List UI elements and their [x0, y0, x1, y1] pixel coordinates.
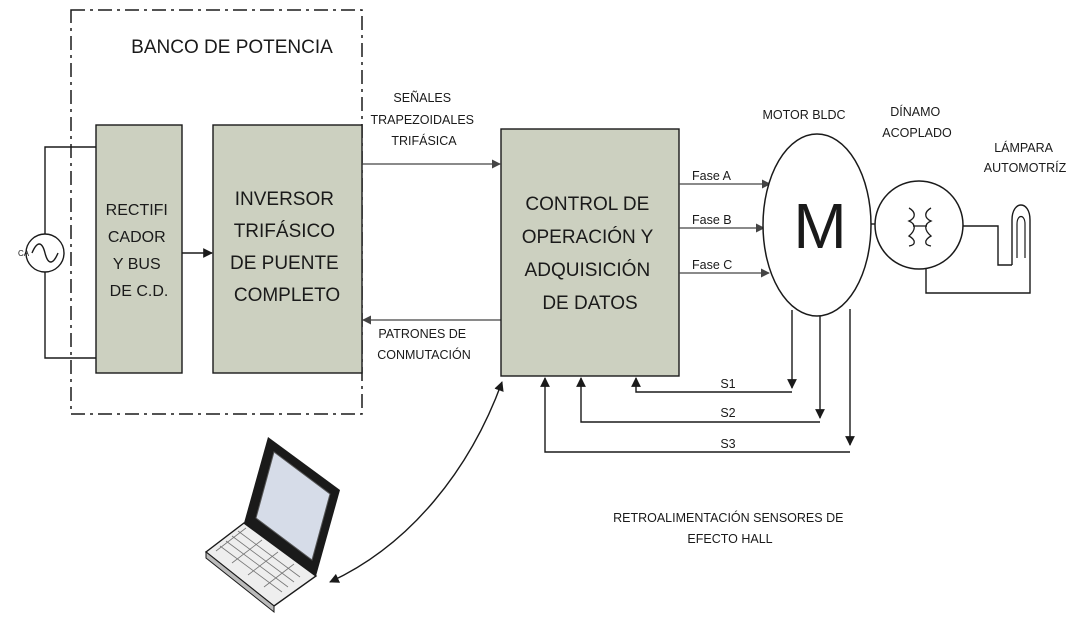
svg-text:RETROALIMENTACIÓN SENSORES DE: RETROALIMENTACIÓN SENSORES DE EFECTO HAL… — [613, 510, 847, 546]
svg-text:DÍNAMO ACOPLADO: DÍNAMO ACOPLADO — [882, 104, 952, 140]
lamp-label-line: AUTOMOTRÍZ — [984, 160, 1067, 175]
phase-c-label: Fase C — [692, 258, 732, 272]
svg-text:LÁMPARA AUTOMOTRÍZ: LÁMPARA AUTOMOTRÍZ — [984, 140, 1067, 175]
inverter-block: INVERSOR TRIFÁSICO DE PUENTE COMPLETO — [212, 124, 363, 374]
switching-label-line: CONMUTACIÓN — [377, 347, 471, 362]
ac-source-label: CA — [18, 249, 30, 258]
trapezoidal-label-line: SEÑALES — [393, 91, 451, 105]
trapezoidal-label-line: TRIFÁSICA — [391, 133, 457, 148]
power-bank-title: BANCO DE POTENCIA — [131, 37, 333, 58]
switching-label-line: PATRONES DE — [378, 327, 466, 341]
svg-text:INVERSOR TRIFÁSICO: INVERSOR TRIFÁSICO DE PUENTE COMPLETO — [230, 189, 344, 306]
s3-return — [540, 377, 850, 453]
rectifier-block: RECTIFI CADOR Y BUS DE C.D. — [95, 124, 183, 374]
feedback-label-line: RETROALIMENTACIÓN SENSORES DE — [613, 510, 843, 525]
phase-b-label: Fase B — [692, 213, 732, 227]
inverter-line: TRIFÁSICO — [234, 221, 335, 242]
laptop-link-arrow — [329, 381, 504, 583]
dynamo: DÍNAMO ACOPLADO — [874, 104, 964, 270]
s1-return — [631, 377, 792, 393]
inverter-line: DE PUENTE — [230, 253, 339, 274]
control-line: OPERACIÓN Y — [522, 226, 654, 248]
dynamo-icon — [874, 180, 964, 270]
inverter-line: COMPLETO — [234, 285, 340, 306]
s3-label: S3 — [720, 437, 735, 451]
phase-a-label: Fase A — [692, 169, 732, 183]
control-line: CONTROL DE — [525, 194, 649, 215]
inverter-line: INVERSOR — [235, 189, 334, 210]
hall-feedback-lines: S1 S2 S3 — [540, 309, 855, 453]
control-line: ADQUISICIÓN — [525, 259, 651, 281]
svg-text:PATRONES DE CONMUTACIÓN: PATRONES DE CONMUTACIÓN — [377, 327, 471, 362]
motor-symbol: M — [793, 190, 846, 262]
svg-text:RECTIFI CADOR Y BU: RECTIFI CADOR Y BUS DE C.D. — [106, 202, 173, 300]
svg-text:SEÑALES TRAPEZOIDALES: SEÑALES TRAPEZOIDALES TRIFÁSICA — [371, 91, 478, 148]
rectifier-line: Y BUS — [113, 256, 161, 273]
rectifier-line: CADOR — [108, 229, 166, 246]
dynamo-label-line: DÍNAMO — [890, 104, 940, 119]
laptop-icon — [204, 437, 340, 614]
control-line: DE DATOS — [542, 293, 637, 314]
phase-lines: Fase A Fase B Fase C — [679, 169, 771, 278]
feedback-label-line: EFECTO HALL — [687, 532, 772, 546]
trapezoidal-label-line: TRAPEZOIDALES — [371, 113, 475, 127]
rectifier-line: DE C.D. — [110, 283, 169, 300]
rectifier-line: RECTIFI — [106, 202, 168, 219]
lamp: LÁMPARA AUTOMOTRÍZ — [984, 140, 1067, 265]
s1-label: S1 — [720, 377, 735, 391]
s2-label: S2 — [720, 406, 735, 420]
motor-title: MOTOR BLDC — [762, 108, 845, 122]
lamp-icon — [1011, 204, 1031, 265]
ac-source: CA — [18, 146, 96, 359]
dynamo-label-line: ACOPLADO — [882, 126, 952, 140]
control-block: CONTROL DE OPERACIÓN Y ADQUISICIÓN DE DA… — [500, 128, 680, 377]
motor: MOTOR BLDC M — [762, 108, 872, 317]
lamp-label-line: LÁMPARA — [994, 140, 1053, 155]
s2-return — [576, 377, 820, 423]
svg-text:CONTROL DE OPERACIÓN Y: CONTROL DE OPERACIÓN Y ADQUISICIÓN DE DA… — [522, 194, 659, 314]
